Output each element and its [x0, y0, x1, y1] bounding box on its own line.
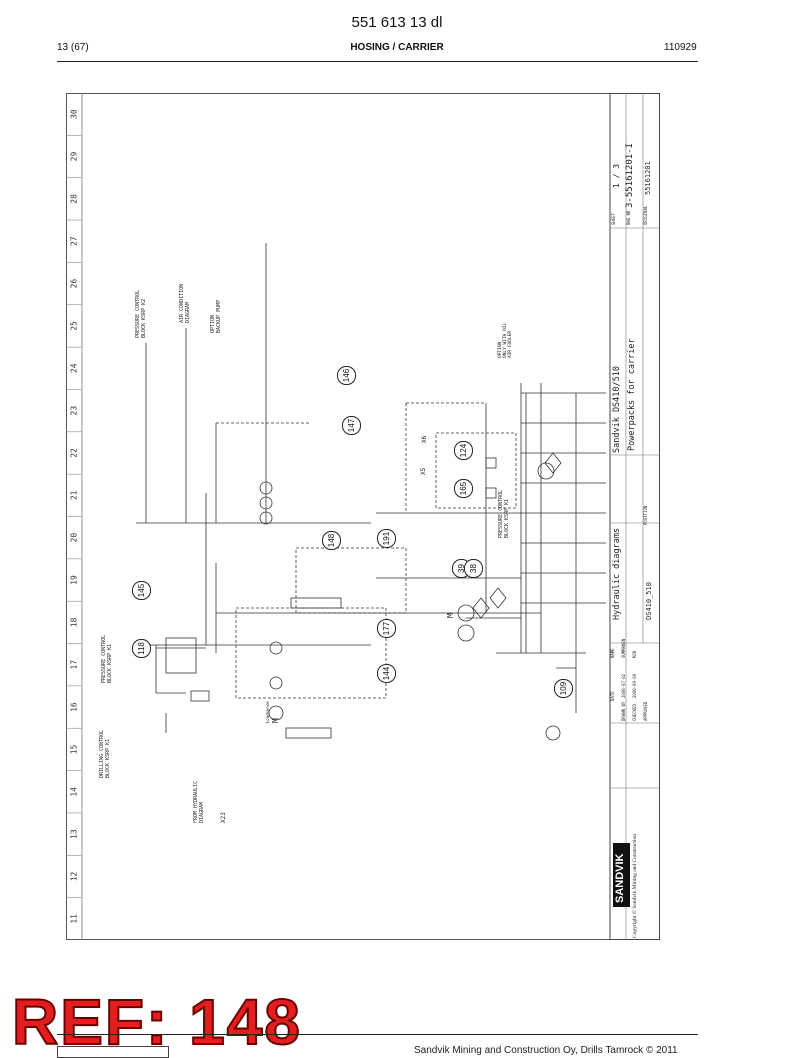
grid-col-number: 23 — [70, 406, 79, 416]
label-from-hydraulic: FROM HYDRAULIC DIAGRAM — [193, 780, 205, 823]
label-x23: X23 — [220, 812, 227, 823]
title-drawn-name: SUMMANEN — [621, 638, 626, 658]
title-drawn-label: DRAWN BY — [621, 701, 626, 721]
title-name-label: NAME — [610, 648, 615, 658]
title-sheet-label: SHEET — [611, 212, 616, 225]
callout-38: 38 — [464, 559, 483, 578]
callout-177: 177 — [377, 619, 396, 638]
label-pressure-control-k1: PRESSURE CONTROL BLOCK KSRP K1 — [101, 634, 113, 683]
label-drilling-control: DRILLING CONTROL BLOCK KSRP K1 — [99, 729, 111, 778]
title-dwg-number: 3-55161201-I — [625, 142, 635, 208]
grid-col-number: 28 — [70, 194, 79, 204]
title-approved-label: APPROVED — [643, 701, 648, 721]
page-number: 13 (67) — [57, 42, 89, 53]
callout-147: 147 — [342, 416, 361, 435]
grid-col-number: 14 — [70, 787, 79, 797]
grid-col-number: 26 — [70, 279, 79, 289]
grid-col-number: 21 — [70, 490, 79, 500]
label-motor-m1: M — [446, 613, 455, 618]
title-drawn-date: 2008-07-02 — [621, 673, 626, 698]
title-sheet: 1 / 3 — [612, 163, 621, 188]
date-code: 110929 — [664, 42, 697, 53]
grid-col-number: 24 — [70, 363, 79, 373]
title-date-label: DATE — [610, 691, 615, 701]
callout-146: 146 — [337, 366, 356, 385]
title-orig-number: 55161201 — [644, 161, 652, 195]
ref-badge: REF: 148 — [11, 986, 302, 1058]
title-powerpacks: Powerpacks for carrier — [627, 338, 637, 451]
callout-144: 144 — [377, 664, 396, 683]
label-option-backup-pump: OPTION BACKUP PUMP — [210, 299, 222, 333]
title-dwg-label: DWG NR — [626, 210, 631, 225]
callout-118: 118 — [132, 639, 151, 658]
grid-col-number: 29 — [70, 152, 79, 162]
title-model: DS410_510 — [645, 582, 653, 620]
grid-col-number: 13 — [70, 829, 79, 839]
grid-col-number: 22 — [70, 448, 79, 458]
footer-box — [57, 1046, 169, 1058]
hydraulic-diagram-sheet: 11 12 13 14 15 16 17 18 19 20 21 22 23 24 25 26 27 28 29 30 — [66, 93, 660, 940]
label-motor-m2: M — [271, 718, 280, 723]
callout-165: 165 — [454, 479, 473, 498]
label-air-condition: AIR CONDITION DIAGRAM — [179, 283, 191, 323]
footer-rule — [57, 1034, 698, 1035]
grid-columns: 11 12 13 14 15 16 17 18 19 20 21 22 23 24 25 26 27 28 29 30 — [66, 109, 82, 924]
grid-col-number: 25 — [70, 321, 79, 331]
label-x6: X6 — [421, 435, 428, 443]
title-machine: Sandvik DS410/510 — [612, 366, 622, 453]
title-orig-label: ORIGINAL — [643, 205, 648, 225]
label-loadsense: Loadsense — [265, 701, 270, 723]
callout-109: 109 — [554, 679, 573, 698]
hydraulic-schematic — [136, 243, 606, 741]
grid-col-number: 27 — [70, 236, 79, 246]
header-rule — [57, 61, 698, 62]
footer-text: Sandvik Mining and Construction Oy, Dril… — [414, 1045, 678, 1056]
grid-col-number: 11 — [70, 914, 79, 924]
label-x5: X5 — [420, 467, 427, 475]
section-title: HOSING / CARRIER — [350, 42, 444, 53]
label-pressure-control-k2: PRESSURE CONTROL BLOCK KSRP K2 — [135, 289, 147, 338]
callout-191: 191 — [377, 529, 396, 548]
grid-col-number: 18 — [70, 617, 79, 627]
callout-148: 148 — [322, 531, 341, 550]
grid-col-number: 16 — [70, 702, 79, 712]
title-company: SANDVIK — [614, 853, 626, 903]
label-option-oil-cooler: OPTION ONLY WITH OIL AIR COOLER — [498, 322, 514, 358]
title-block — [609, 93, 660, 940]
grid-col-number: 15 — [70, 744, 79, 754]
title-checked-name: MJK — [632, 650, 637, 658]
title-doc-type: Hydraulic diagrams — [612, 527, 622, 620]
label-pressure-control-k1-upper: PRESSURE CONTROL BLOCK KSRP K1 — [498, 489, 510, 538]
callout-145: 145 — [132, 581, 151, 600]
title-checked-date: 2008-09-09 — [632, 673, 637, 698]
grid-col-number: 19 — [70, 575, 79, 585]
grid-col-number: 12 — [70, 871, 79, 881]
title-checked-label: CHECKED — [632, 704, 637, 721]
grid-col-number: 20 — [70, 533, 79, 543]
title-position-label: POSITION — [643, 505, 648, 525]
title-copyright: Copyright © Sandvik Mining and Construct… — [632, 834, 638, 938]
grid-col-number: 17 — [70, 660, 79, 670]
grid-col-number: 30 — [70, 109, 79, 119]
callout-124: 124 — [454, 441, 473, 460]
doc-number: 551 613 13 dl — [351, 14, 443, 31]
